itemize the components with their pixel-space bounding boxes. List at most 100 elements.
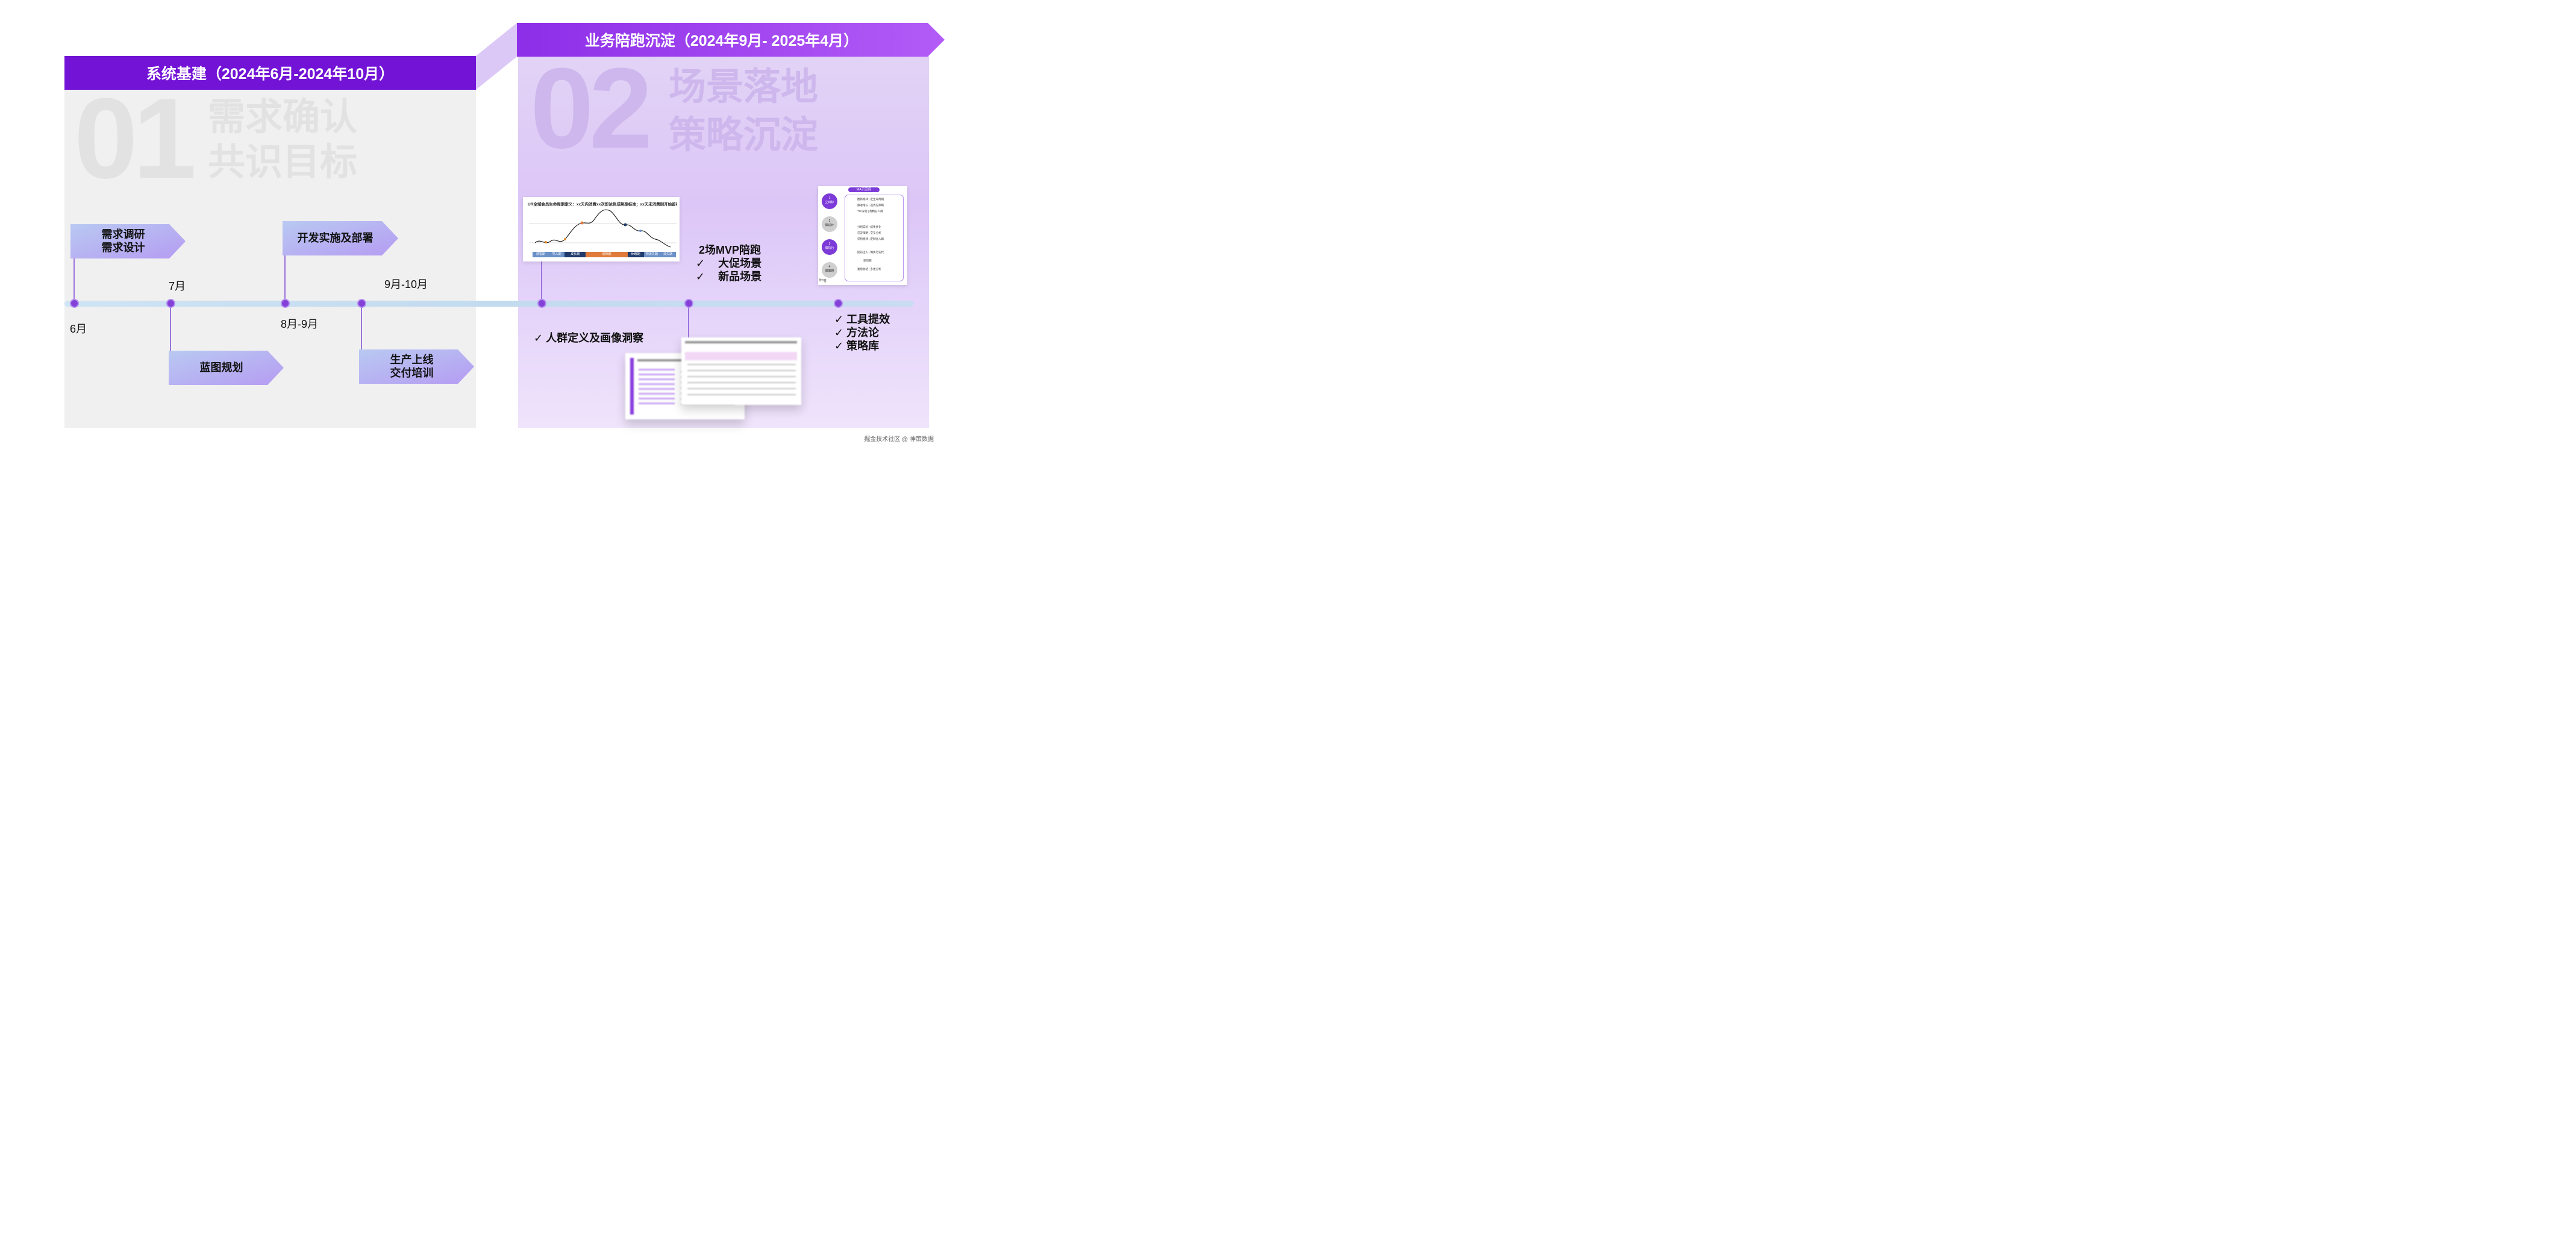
ma-title: MA沉淀后 — [848, 187, 880, 192]
left-section-header: 系统基建（2024年6月-2024年10月） — [64, 56, 476, 90]
right-header-text: 业务陪跑沉淀（2024年9月- 2025年4月） — [585, 29, 858, 51]
milestone-label-2: 蓝图规划 — [169, 351, 274, 385]
ma-row: 分组实验 | 结果优化 — [857, 225, 881, 229]
milestone-label-4: 生产上线 交付培训 — [359, 349, 464, 384]
timeline-track — [64, 301, 914, 307]
lifecycle-title: UR全域会员生命周期定义：xx天内消费xx次即达到成熟期标准；xx天未消费则开始… — [528, 201, 677, 207]
right-watermark-line1: 场景落地 — [669, 65, 818, 110]
connector-line-2 — [170, 303, 171, 351]
tool-item-2: ✓ 方法论 — [834, 326, 879, 339]
left-watermark-line2: 共识目标 — [208, 140, 357, 185]
date-label-june: 6月 — [70, 321, 87, 336]
ma-row: TGI深洞 | 找精分人群 — [857, 210, 883, 213]
ma-rows-container: 圈新规律 | 定生命周期 跟进增长 | 选优先策略 TGI深洞 | 找精分人群 … — [845, 195, 904, 281]
ma-step-label: 做执行 — [822, 246, 837, 251]
milestone-label-3: 开发实施及部署 — [283, 221, 388, 255]
connector-line-1 — [73, 258, 75, 303]
ma-row: 复盘总结 | 多维分析 — [857, 268, 881, 271]
header-connector — [476, 23, 518, 90]
doc-line — [685, 341, 797, 343]
lifecycle-stage-bar: 潜客期 导入期 成长期 成熟期 休眠期 预流失期 流失期 — [533, 252, 676, 257]
date-label-sep-oct: 9月-10月 — [384, 276, 428, 292]
lifecycle-stage: 预流失期 — [644, 252, 660, 257]
milestone-flag-2: 蓝图规划 — [169, 351, 284, 385]
check-icon: ✓ — [534, 332, 543, 344]
tool-item-1: ✓ 工具提效 — [834, 313, 890, 326]
insight-label: 人群定义及画像洞察 — [546, 332, 643, 344]
connector-line-5 — [541, 260, 542, 303]
date-label-july: 7月 — [169, 278, 186, 293]
lifecycle-stage: 休眠期 — [628, 252, 644, 257]
lifecycle-stage: 成长期 — [564, 252, 586, 257]
footer-credit: 掘金技术社区 @ 神策数据 — [864, 434, 934, 443]
mvp-item-1: ✓ 大促场景 — [696, 257, 761, 270]
mvp-item-1-label: 大促场景 — [718, 257, 761, 269]
lifecycle-curve — [529, 208, 677, 250]
check-icon: ✓ — [696, 271, 705, 283]
connector-line-3 — [284, 255, 286, 303]
timeline-dot-5 — [537, 299, 546, 308]
ma-row: 提前注入 | 做执行迭代 — [857, 251, 884, 254]
mvp-item-2-label: 新品场景 — [718, 271, 761, 283]
doc-sidebar-bar — [630, 358, 634, 415]
connector-line-6 — [688, 303, 689, 338]
doc-block — [687, 364, 796, 400]
ma-step-label: 做策略 — [822, 269, 837, 274]
timeline-dot-3 — [281, 299, 290, 308]
doc-header-band — [685, 352, 797, 360]
ma-step-num: 3 — [822, 242, 837, 246]
ma-row: 沉淀策略 | 交叉分析 — [857, 231, 881, 235]
milestone-flag-1: 需求调研 需求设计 — [70, 224, 186, 258]
lifecycle-stage: 潜客期 — [533, 252, 549, 257]
mvp-title: 2场MVP陪跑 — [699, 243, 761, 257]
check-icon: ✓ — [834, 340, 843, 352]
timeline-dot-6 — [684, 299, 693, 308]
right-section-number: 02 — [530, 51, 648, 166]
ma-logo: fmg — [819, 278, 827, 283]
ma-step-num: 1 — [822, 196, 837, 201]
timeline-dot-4 — [357, 299, 366, 308]
ma-step-num: 4 — [822, 265, 837, 269]
timeline-dot-2 — [166, 299, 175, 308]
lifecycle-stage: 导入期 — [549, 252, 565, 257]
left-watermark-line1: 需求确认 — [208, 95, 357, 140]
lifecycle-chart-thumbnail: UR全域会员生命周期定义：xx天内消费xx次即达到成熟期标准；xx天未消费则开始… — [523, 197, 680, 262]
ma-step-label: 做设计 — [822, 224, 837, 228]
blurred-document-thumbnail-2 — [681, 337, 801, 405]
connector-line-4 — [361, 303, 362, 351]
tool-item-2-label: 方法论 — [846, 327, 879, 339]
ma-step-num: 2 — [822, 219, 837, 224]
timeline-dot-1 — [70, 299, 79, 308]
ma-row: 新周期 — [863, 259, 872, 263]
check-icon: ✓ — [834, 313, 843, 325]
ma-row: 识别规律 | 定制化人群 — [857, 237, 884, 241]
insight-item: ✓ 人群定义及画像洞察 — [534, 331, 643, 345]
ma-row: 跟进增长 | 选优先策略 — [857, 204, 884, 207]
check-icon: ✓ — [696, 257, 705, 269]
ma-row: 圈新规律 | 定生命周期 — [857, 198, 884, 201]
slide: 01 需求确认 共识目标 系统基建（2024年6月-2024年10月） 02 场… — [0, 0, 945, 452]
milestone-label-1: 需求调研 需求设计 — [70, 224, 176, 258]
milestone-flag-4: 生产上线 交付培训 — [359, 349, 474, 384]
tool-item-1-label: 工具提效 — [846, 313, 890, 325]
check-icon: ✓ — [834, 327, 843, 339]
right-section-header: 业务陪跑沉淀（2024年9月- 2025年4月） — [517, 23, 945, 57]
date-label-aug-sep: 8月-9月 — [281, 316, 318, 331]
tool-item-3-label: 策略库 — [846, 340, 879, 352]
timeline-dot-7 — [834, 299, 843, 308]
tool-item-3: ✓ 策略库 — [834, 339, 879, 352]
mvp-item-2: ✓ 新品场景 — [696, 270, 761, 283]
ma-step-label: 立目标 — [822, 201, 837, 205]
right-watermark-line2: 策略沉淀 — [669, 113, 818, 158]
lifecycle-stage: 流失期 — [660, 252, 676, 257]
lifecycle-stage: 成熟期 — [586, 252, 628, 257]
doc-block — [639, 369, 675, 405]
milestone-flag-3: 开发实施及部署 — [283, 221, 398, 255]
left-section-number: 01 — [74, 81, 192, 196]
